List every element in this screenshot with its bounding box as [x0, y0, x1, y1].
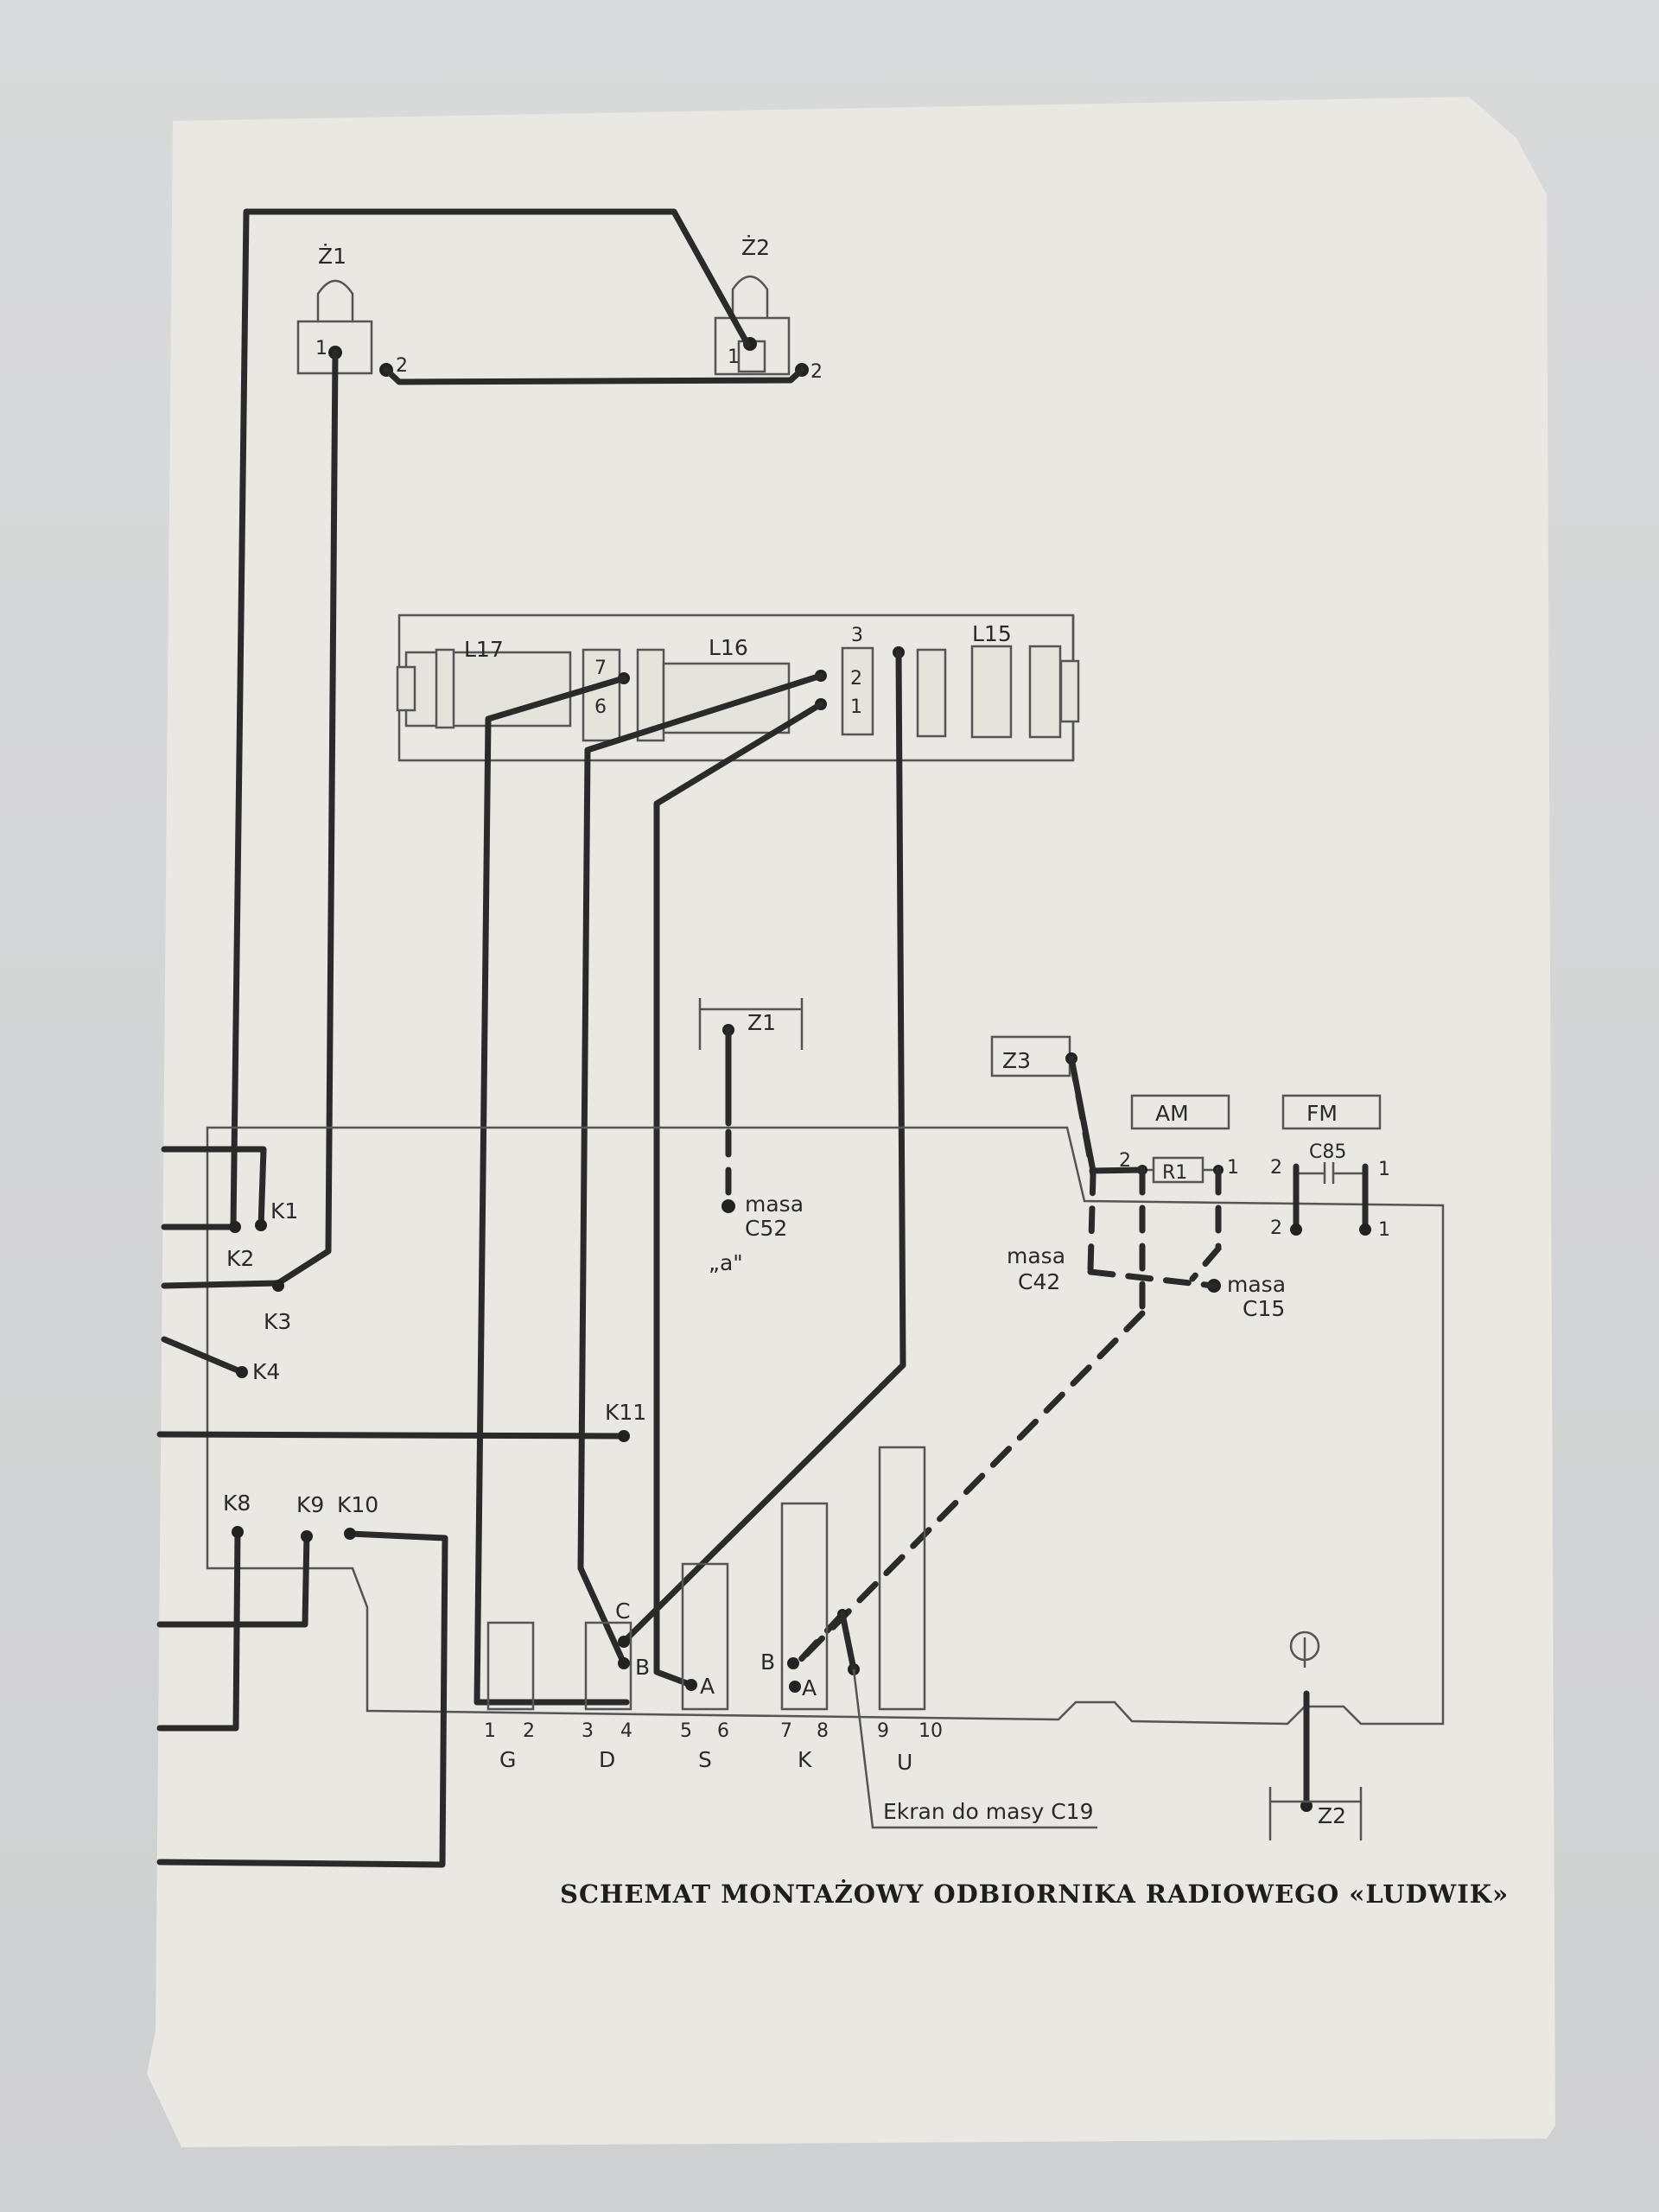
switch-contact-kb: B [760, 1649, 775, 1675]
wire-coil-7 [474, 675, 630, 1706]
connector-k1: K1 [270, 1198, 298, 1224]
fm-cap: C85 [1309, 1141, 1346, 1163]
masa-c15-masa: masa [1227, 1272, 1286, 1297]
lamp-z1-pin1: 1 [315, 338, 327, 359]
switch-group-s: S [698, 1747, 712, 1772]
connector-group-left: K1 K2 K3 K4 K11 [156, 1146, 646, 1442]
wire-lamp-z1-down [275, 349, 339, 1287]
wire-lamp-top [230, 208, 751, 1230]
lamp-z2-label: Ż2 [741, 235, 770, 260]
switch-group-g: G [499, 1747, 516, 1772]
wire-lamp-bottom [383, 366, 805, 385]
connector-k2: K2 [226, 1246, 254, 1271]
masa-c42-cap: C42 [1018, 1269, 1060, 1294]
switch-group-u: U [897, 1750, 912, 1775]
coil-pin-2: 2 [850, 668, 862, 690]
fm-pin-left: 2 [1270, 1157, 1282, 1179]
am-resistor: R1 [1162, 1162, 1187, 1184]
coil-pin-7: 7 [594, 658, 607, 679]
wire-masa-ekran [791, 1611, 846, 1669]
coil-l15 [970, 645, 1013, 739]
switch-num-2: 2 [523, 1720, 535, 1742]
am-label: AM [1155, 1101, 1189, 1126]
connector-k9: K9 [296, 1492, 324, 1517]
z1-note: „a" [709, 1250, 743, 1275]
z1-masa: masa [745, 1192, 804, 1217]
lamp-z2-pin1: 1 [728, 346, 740, 368]
am-pin-right: 1 [1227, 1157, 1239, 1179]
fm-pin-br: 1 [1378, 1219, 1390, 1241]
coil-pin-6: 6 [594, 696, 607, 718]
switch-bank: C B A B A 1 2 3 4 5 6 7 8 9 10 G D S K U [484, 1446, 943, 1775]
switch-contact-ka: A [802, 1675, 817, 1700]
am-pin-left: 2 [1119, 1150, 1131, 1172]
wire-coil-3 [620, 649, 906, 1645]
connector-group-bottom: K8 K9 K10 [156, 1491, 448, 1868]
switch-num-7: 7 [780, 1720, 792, 1742]
switch-num-1: 1 [484, 1720, 496, 1742]
switch-contact-a: A [700, 1674, 715, 1699]
fm-pin-right: 1 [1378, 1159, 1390, 1180]
coil-pin-3: 3 [851, 625, 863, 646]
wire-coil-2 [577, 672, 824, 1667]
switch-contact-b: B [635, 1655, 650, 1680]
masa-c15-cap: C15 [1243, 1296, 1285, 1321]
z1-block: Z1 masa C52 „a" [698, 998, 804, 1275]
lamp-z1-label: Ż1 [318, 244, 346, 269]
switch-num-9: 9 [877, 1720, 889, 1742]
coil-pin-1: 1 [850, 696, 862, 718]
coil-l15-label: L15 [972, 621, 1012, 646]
connector-k4: K4 [252, 1359, 280, 1384]
switch-num-8: 8 [817, 1720, 829, 1742]
fm-label: FM [1306, 1101, 1338, 1126]
switch-contact-c: C [615, 1599, 630, 1624]
coil-l17 [404, 651, 572, 728]
lamp-z1-pin2: 2 [396, 355, 408, 377]
switch-num-6: 6 [717, 1720, 729, 1742]
page-title: SCHEMAT MONTAŻOWY ODBIORNIKA RADIOWEGO «… [560, 1878, 1509, 1909]
coil-l17-label: L17 [464, 637, 504, 662]
connector-k10: K10 [337, 1492, 378, 1517]
switch-group-k: K [798, 1747, 812, 1772]
switch-num-3: 3 [582, 1720, 594, 1742]
wire-coil-1 [653, 701, 824, 1688]
am-block: AM R1 2 1 [1068, 1055, 1239, 1317]
switch-num-5: 5 [680, 1720, 692, 1742]
z1-label: Z1 [747, 1010, 776, 1035]
z2-bottom-block: Z2 [1268, 1630, 1363, 1840]
wire-masa-diagonal [791, 1310, 1146, 1669]
masa-c42-masa: masa [1007, 1243, 1065, 1268]
chassis-outline [206, 1126, 1445, 1726]
coil-l16-label: L16 [709, 635, 748, 660]
z2-bottom-label: Z2 [1318, 1803, 1346, 1828]
z3-label: Z3 [1002, 1048, 1031, 1073]
lamp-z2: Ż2 1 2 [714, 235, 823, 383]
paper-sheet [147, 97, 1555, 2147]
ekran-leader [852, 1669, 1097, 1829]
switch-num-10: 10 [918, 1720, 943, 1742]
connector-k3: K3 [264, 1309, 291, 1334]
z1-cap: C52 [745, 1216, 787, 1241]
connector-k11: K11 [605, 1400, 646, 1425]
coil-assembly: L17 L16 L15 3 7 6 2 1 [396, 613, 1080, 762]
lamp-z2-pin2: 2 [810, 361, 823, 383]
wire-masa-crossbar [1087, 1268, 1217, 1289]
switch-num-4: 4 [620, 1720, 632, 1742]
connector-k8: K8 [223, 1491, 251, 1516]
fm-block: FM C85 2 1 2 1 [1270, 1094, 1390, 1241]
ekran-note: Ekran do masy C19 [883, 1799, 1093, 1824]
switch-group-d: D [599, 1747, 615, 1772]
fm-pin-bl: 2 [1270, 1217, 1282, 1239]
